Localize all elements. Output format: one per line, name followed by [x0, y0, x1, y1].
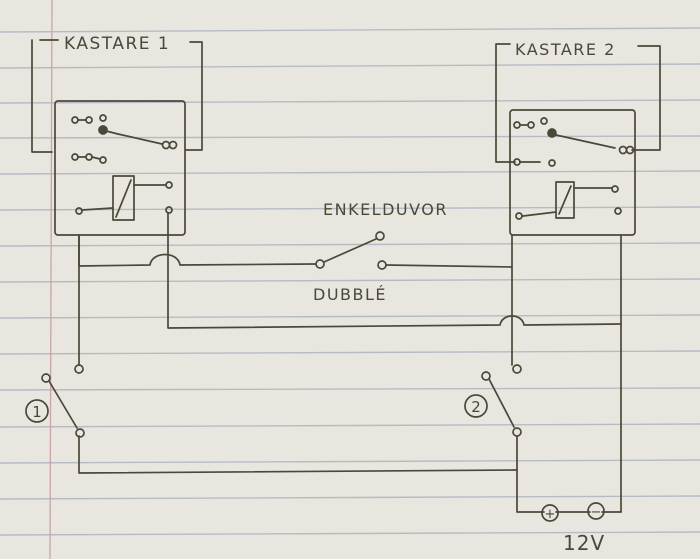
wire-switch-to-relay2 — [385, 264, 513, 268]
switch-1-circle — [25, 399, 49, 423]
relay-1-label: KASTARE 1 — [64, 34, 170, 54]
switch-1-label: 1 — [32, 403, 42, 421]
relay-2-bracket-left — [495, 43, 516, 163]
wire-switch1-switch2 — [78, 435, 518, 474]
minus-label: − — [591, 505, 602, 520]
relay-2-bracket-right — [631, 45, 661, 151]
relay-2-box — [509, 109, 636, 236]
switch-2-label: 2 — [471, 398, 481, 416]
relay-2 — [495, 43, 661, 236]
single-horn-label: ENKELDUVOR — [323, 200, 448, 219]
wire-switch2-plus — [516, 435, 545, 513]
switch-2-circle — [464, 394, 488, 418]
relay-1-bracket-left — [31, 39, 53, 153]
double-horn-label: DUBBLÉ — [313, 285, 387, 304]
margin-line — [49, 0, 53, 559]
minus-terminal — [587, 502, 605, 520]
push-switch-2 — [464, 364, 522, 437]
wire-relay1-to-switch — [78, 234, 317, 267]
relay-2-label: KASTARE 2 — [515, 40, 616, 59]
ruled-lines — [0, 27, 700, 536]
wire-lower — [167, 212, 622, 329]
relay-1 — [31, 39, 203, 236]
plus-terminal — [541, 504, 559, 522]
push-switch-1 — [25, 364, 85, 438]
plus-label: + — [545, 507, 556, 522]
wires — [78, 212, 622, 513]
relay-1-box — [54, 100, 186, 236]
supply-voltage-label: 12V — [563, 531, 605, 555]
horn-selector-switch — [315, 231, 387, 270]
relay-1-bracket-right — [185, 41, 203, 151]
battery-terminals — [541, 502, 605, 522]
